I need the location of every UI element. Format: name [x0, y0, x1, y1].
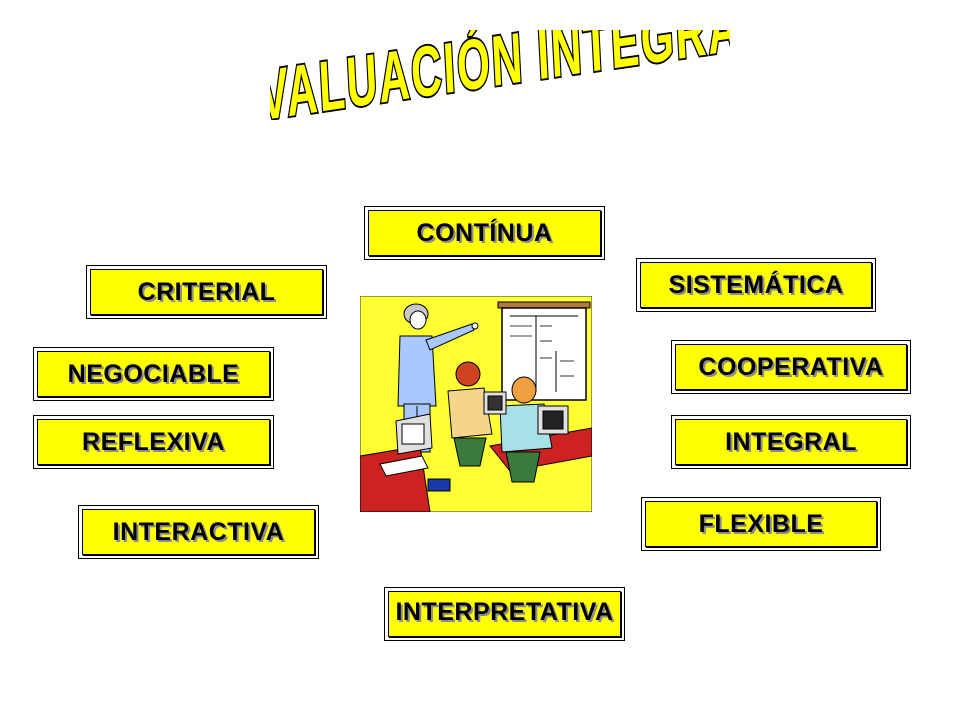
characteristic-box-flexible: FLEXIBLE — [641, 497, 881, 551]
characteristic-label: REFLEXIVA — [82, 428, 225, 456]
classroom-computers-clipart — [360, 296, 592, 512]
characteristic-label: INTEGRAL — [725, 428, 857, 456]
characteristic-box-continua: CONTÍNUA — [364, 206, 605, 260]
page-title: EVALUACIÓN INTEGRAL — [270, 30, 730, 120]
characteristic-box-cooperativa: COOPERATIVA — [671, 340, 911, 394]
characteristic-box-integral: INTEGRAL — [671, 415, 911, 469]
title-wordart: EVALUACIÓN INTEGRAL — [270, 30, 730, 120]
characteristic-box-negociable: NEGOCIABLE — [33, 347, 274, 401]
characteristic-label: INTERACTIVA — [112, 518, 285, 546]
characteristic-label: COOPERATIVA — [698, 353, 884, 381]
computer-icon — [483, 391, 507, 415]
characteristic-box-interactiva: INTERACTIVA — [78, 505, 319, 559]
characteristic-box-reflexiva: REFLEXIVA — [33, 415, 274, 469]
characteristic-label: SISTEMÁTICA — [668, 271, 844, 299]
characteristic-label: CRITERIAL — [137, 278, 276, 306]
chart-board-icon — [497, 301, 591, 401]
characteristic-box-sistematica: SISTEMÁTICA — [636, 258, 876, 312]
student-icon — [447, 361, 493, 467]
computer-icon — [537, 405, 569, 435]
characteristic-label: CONTÍNUA — [416, 219, 553, 247]
characteristic-label: INTERPRETATIVA — [395, 598, 614, 626]
characteristic-label: NEGOCIABLE — [67, 360, 240, 388]
characteristic-box-criterial: CRITERIAL — [86, 265, 327, 319]
characteristic-box-interpretativa: INTERPRETATIVA — [384, 587, 625, 641]
computer-icon — [379, 413, 451, 492]
characteristic-label: FLEXIBLE — [698, 510, 824, 538]
